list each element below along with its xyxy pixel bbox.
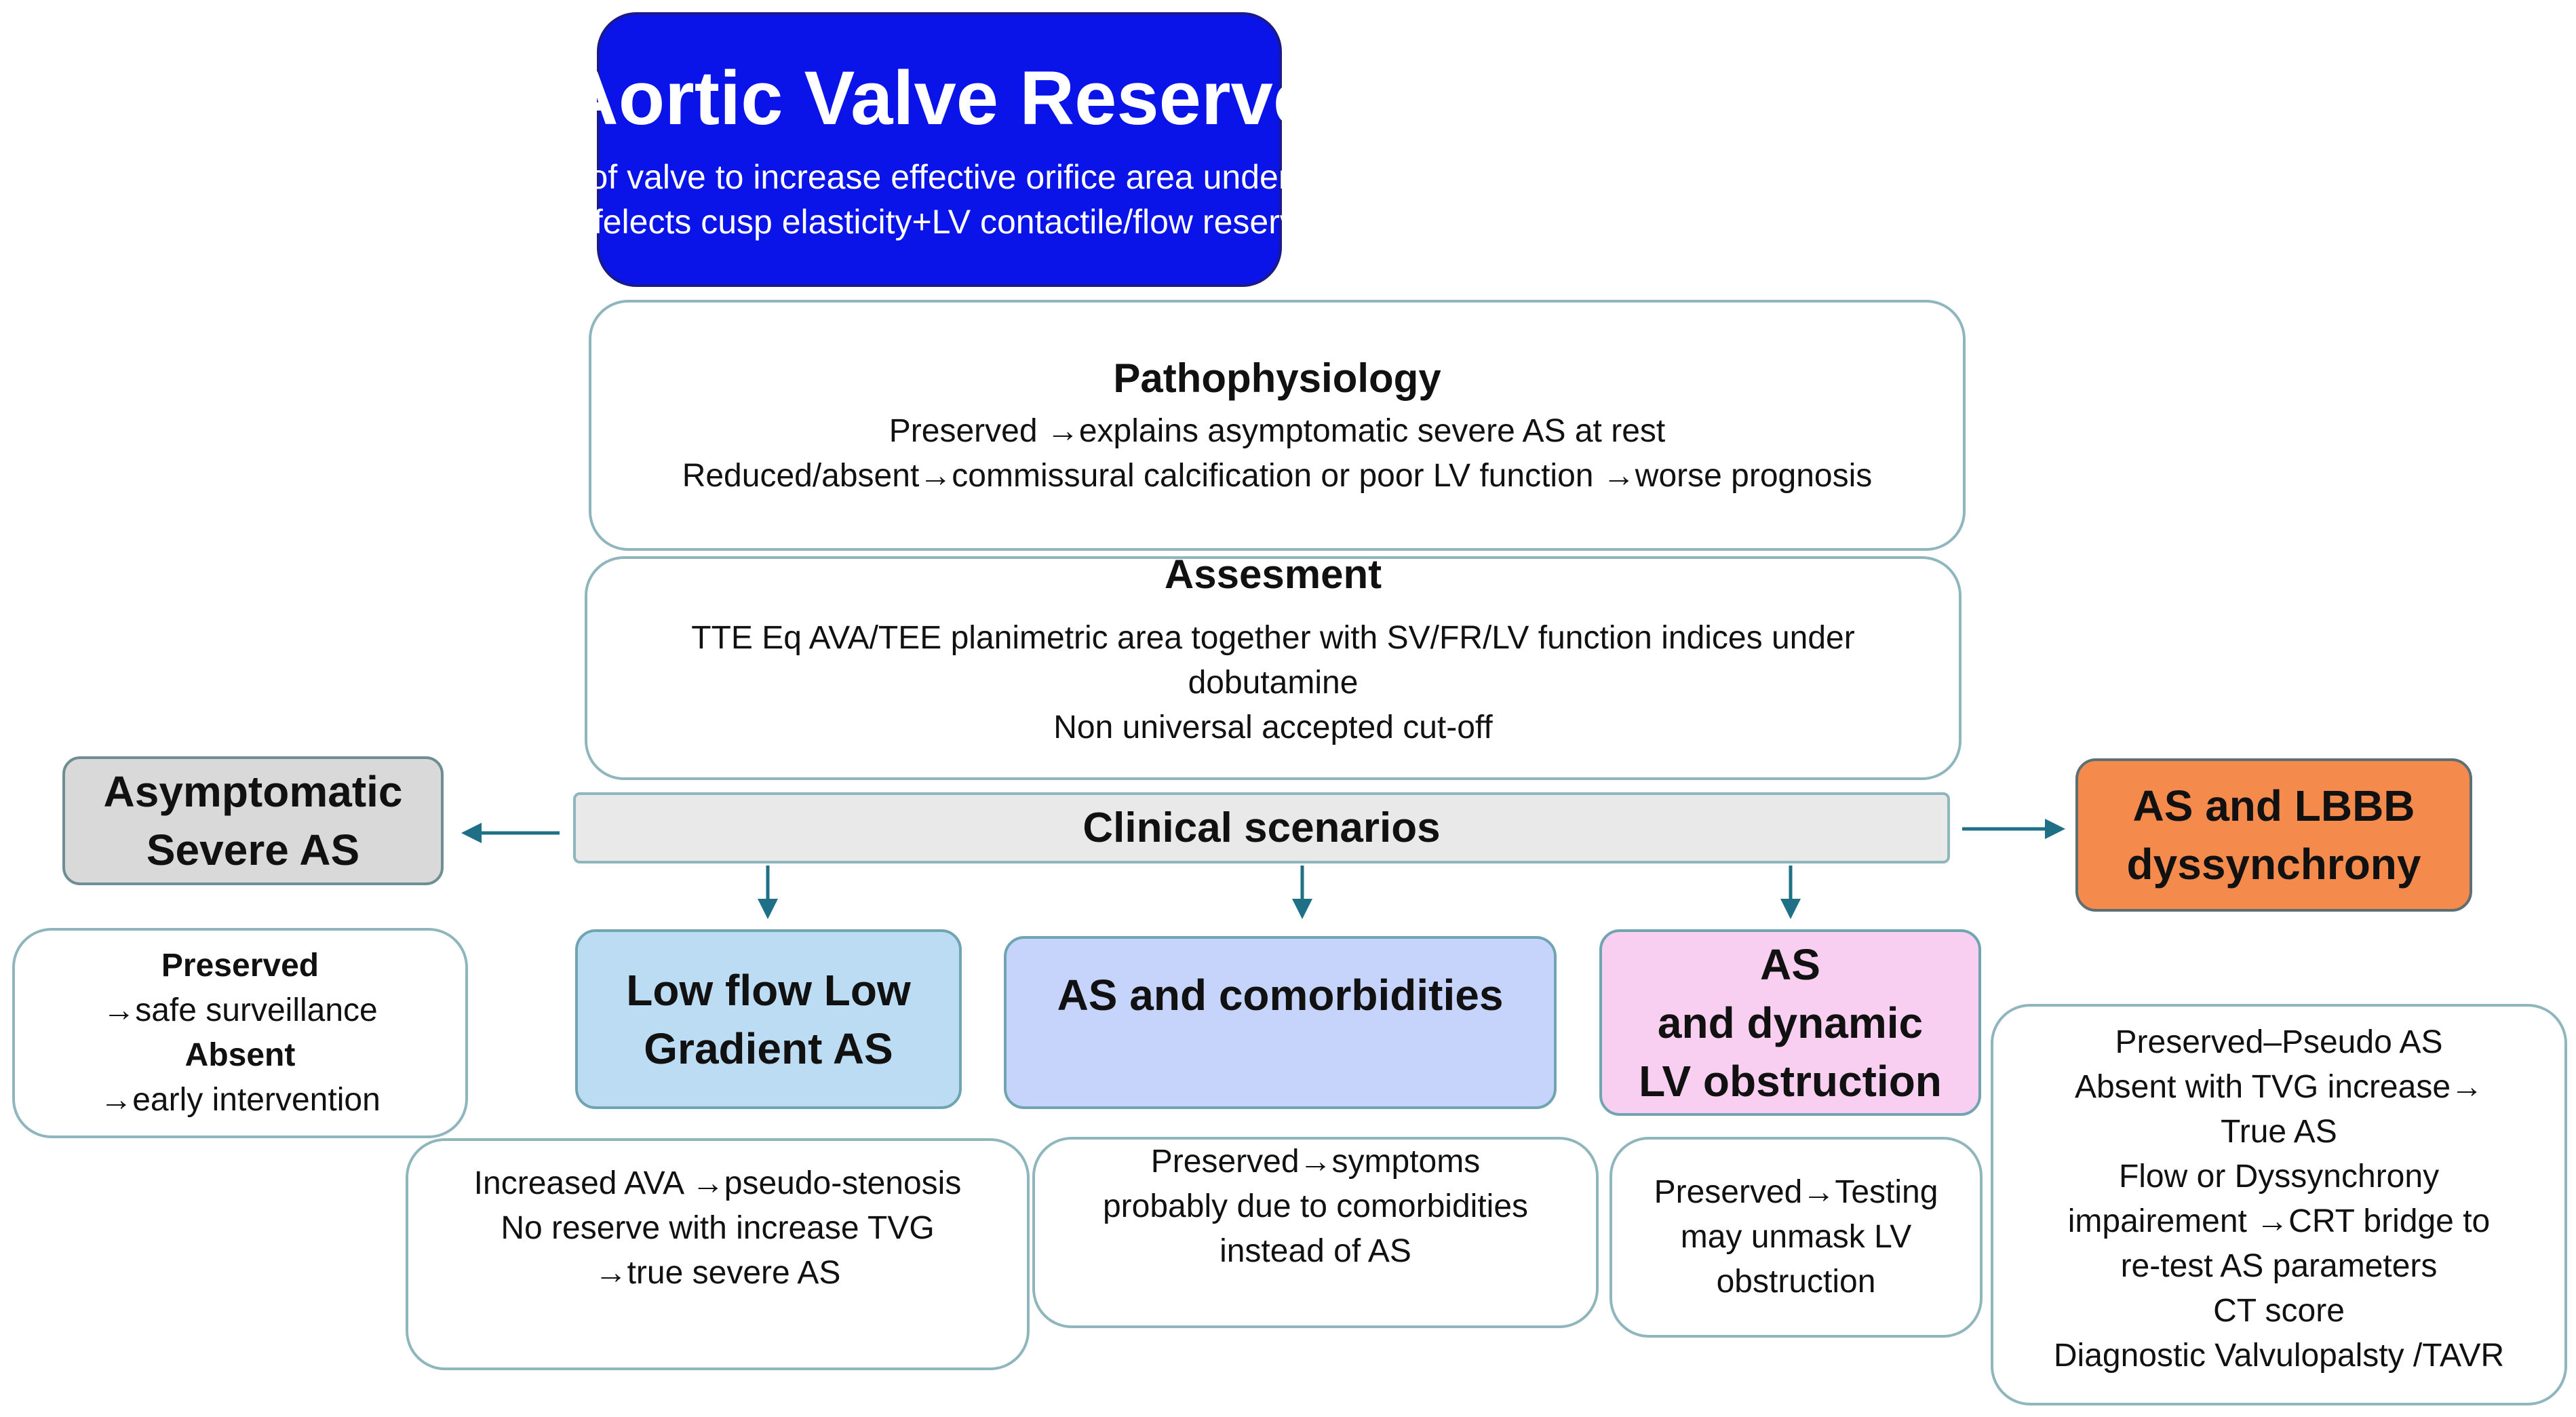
asym-absent-label: Absent	[184, 1037, 296, 1073]
pathophysiology-heading: Pathophysiology	[1113, 355, 1441, 401]
subtitle-line-1: Ability of valve to increase effective o…	[489, 157, 1390, 196]
dynamic-detail-line: Preserved→Testing	[1654, 1174, 1938, 1210]
low-flow-detail-line: →true severe AS	[594, 1255, 841, 1291]
pathophysiology-line-1: Preserved →explains asymptomatic severe …	[889, 413, 1666, 449]
low-flow-title-line-1: Low flow Low	[626, 965, 911, 1015]
assessment-line-1: TTE Eq AVA/TEE planimetric area together…	[691, 620, 1855, 656]
dynamic-title-line-1: AS	[1760, 939, 1820, 989]
asym-absent-text: →early intervention	[100, 1082, 380, 1118]
asymptomatic-title-line-1: Asymptomatic	[103, 767, 403, 816]
asym-preserved-label: Preserved	[161, 948, 319, 984]
low-flow-detail-box: Increased AVA →pseudo-stenosis No reserv…	[406, 1138, 1030, 1370]
comorbidities-detail-line: Preserved→symptoms	[1150, 1144, 1481, 1180]
low-flow-detail-line: Increased AVA →pseudo-stenosis	[473, 1165, 962, 1201]
low-flow-title-line-2: Gradient AS	[644, 1024, 893, 1073]
dynamic-detail-line: may unmask LV	[1680, 1219, 1912, 1255]
dynamic-title-line-3: LV obstruction	[1639, 1056, 1942, 1106]
dynamic-lv-obstruction-box: AS and dynamic LV obstruction	[1599, 929, 1981, 1116]
subtitle-line-2: (refelects cusp elasticity+LV contactile…	[551, 202, 1327, 241]
comorbidities-detail-line: instead of AS	[1219, 1233, 1411, 1269]
dynamic-title-line-2: and dynamic	[1657, 998, 1924, 1047]
comorbidities-detail-line: probably due to comorbidities	[1102, 1188, 1529, 1224]
lbbb-detail-line: Diagnostic Valvulopalsty /TAVR	[2053, 1338, 2505, 1374]
assessment-heading: Assesment	[1164, 551, 1382, 597]
asymptomatic-title-line-2: Severe AS	[146, 826, 360, 874]
low-flow-low-gradient-box: Low flow Low Gradient AS	[575, 929, 962, 1109]
dynamic-detail-box: Preserved→Testing may unmask LV obstruct…	[1609, 1137, 1983, 1338]
lbbb-detail-line: Absent with TVG increase→	[2074, 1069, 2484, 1105]
lbbb-title-line-2: dyssynchrony	[2126, 840, 2421, 889]
lbbb-detail-line: impairement →CRT bridge to	[2067, 1203, 2491, 1239]
assessment-line-3: Non universal accepted cut-off	[1053, 710, 1493, 745]
lbbb-detail-line: re-test AS parameters	[2120, 1248, 2438, 1284]
lbbb-detail-line: True AS	[2221, 1114, 2337, 1150]
assessment-line-2: dobutamine	[1188, 665, 1359, 701]
lbbb-detail-line: Preserved–Pseudo AS	[2115, 1024, 2443, 1060]
title-block: Aortic Valve Reserve Ability of valve to…	[489, 12, 1390, 287]
lbbb-detail-line: Flow or Dyssynchrony	[2118, 1159, 2440, 1195]
comorbidities-title: AS and comorbidities	[1057, 971, 1504, 1020]
clinical-scenarios-label: Clinical scenarios	[1082, 804, 1441, 851]
lbbb-detail-box: Preserved–Pseudo AS Absent with TVG incr…	[1991, 1004, 2567, 1405]
asym-preserved-text: →safe surveillance	[102, 992, 378, 1028]
pathophysiology-panel: Pathophysiology Preserved →explains asym…	[589, 300, 1966, 551]
assessment-panel: Assesment TTE Eq AVA/TEE planimetric are…	[585, 551, 1962, 780]
main-title: Aortic Valve Reserve	[563, 56, 1316, 141]
low-flow-detail-line: No reserve with increase TVG	[501, 1210, 935, 1246]
clinical-scenarios-bar: Clinical scenarios	[573, 792, 1950, 863]
dynamic-detail-line: obstruction	[1716, 1264, 1876, 1300]
comorbidities-detail-box: Preserved→symptoms probably due to comor…	[1032, 1137, 1599, 1328]
as-comorbidities-box: AS and comorbidities	[1004, 936, 1557, 1109]
asymptomatic-severe-as-box: Asymptomatic Severe AS	[62, 756, 444, 885]
asymptomatic-detail-box: Preserved →safe surveillance Absent →ear…	[12, 928, 468, 1138]
as-lbbb-dyssynchrony-box: AS and LBBB dyssynchrony	[2075, 758, 2472, 912]
pathophysiology-line-2: Reduced/absent→commissural calcification…	[682, 458, 1873, 494]
lbbb-detail-line: CT score	[2213, 1293, 2345, 1329]
lbbb-title-line-1: AS and LBBB	[2132, 781, 2415, 830]
